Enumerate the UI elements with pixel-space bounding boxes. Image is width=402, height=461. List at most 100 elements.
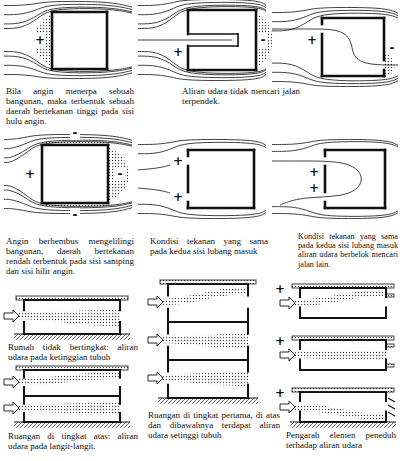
building-wall bbox=[52, 68, 107, 71]
building-wall bbox=[52, 11, 107, 14]
building-wall bbox=[321, 34, 324, 76]
airflow-line bbox=[4, 190, 132, 208]
building-wall bbox=[247, 309, 249, 322]
airflow-line bbox=[4, 9, 132, 29]
building-wall bbox=[384, 150, 387, 208]
airflow-line bbox=[138, 52, 266, 74]
pressure-sign: + bbox=[173, 154, 183, 168]
airflow-line bbox=[138, 7, 266, 29]
building-wall bbox=[168, 359, 248, 361]
building-wall bbox=[168, 397, 248, 399]
caption-text: Rumah tidak bertingkat: aliran udara pad… bbox=[8, 342, 138, 362]
pressure-sign: - bbox=[115, 167, 125, 181]
building-wall bbox=[247, 360, 249, 371]
ground-line bbox=[158, 398, 258, 399]
building-wall bbox=[324, 202, 327, 208]
building-wall bbox=[247, 322, 249, 333]
building-wall bbox=[23, 396, 25, 404]
building-wall bbox=[187, 10, 190, 34]
ground bbox=[158, 398, 258, 404]
building-wall bbox=[23, 370, 25, 378]
airflow-line bbox=[272, 213, 398, 219]
building-wall bbox=[51, 12, 54, 69]
airflow-line bbox=[4, 199, 132, 210]
building-wall bbox=[24, 395, 120, 397]
building-wall bbox=[106, 12, 109, 69]
building-wall bbox=[247, 347, 249, 360]
pressure-sign: + bbox=[275, 282, 285, 296]
airflow-line bbox=[272, 142, 398, 152]
wind-arrow bbox=[280, 401, 295, 413]
building-wall bbox=[299, 360, 301, 371]
building-wall bbox=[253, 150, 256, 208]
building-wall bbox=[23, 413, 25, 422]
building-wall bbox=[187, 150, 190, 156]
wind-arrow bbox=[148, 296, 163, 308]
airflow-line bbox=[138, 5, 266, 24]
airflow-line bbox=[272, 161, 361, 205]
building-wall bbox=[119, 413, 121, 422]
airflow-line bbox=[4, 73, 132, 79]
building-wall bbox=[383, 18, 386, 60]
building-wall bbox=[322, 17, 384, 20]
building-wall bbox=[187, 46, 190, 70]
building-wall bbox=[188, 149, 254, 152]
air-region bbox=[160, 334, 248, 348]
building-wall bbox=[247, 385, 249, 398]
building-wall bbox=[168, 321, 248, 323]
air-region bbox=[16, 372, 120, 385]
building-wall bbox=[23, 300, 25, 310]
airflow-line bbox=[4, 52, 132, 72]
roof-slab bbox=[16, 366, 128, 370]
building-wall bbox=[322, 75, 384, 78]
building-wall bbox=[167, 347, 169, 360]
airflow-line bbox=[138, 65, 266, 77]
building-wall bbox=[168, 321, 248, 323]
air-region bbox=[292, 351, 386, 360]
airflow-line bbox=[138, 40, 232, 41]
air-region bbox=[256, 12, 273, 68]
air-region bbox=[16, 403, 120, 414]
building-wall bbox=[324, 150, 327, 156]
building-wall bbox=[24, 421, 120, 423]
pressure-sign: - bbox=[70, 126, 80, 140]
building-wall bbox=[42, 144, 108, 147]
building-wall bbox=[255, 10, 258, 70]
air-region bbox=[160, 287, 248, 305]
caption-text: Angin berhembus mengelilingi bangunan, d… bbox=[6, 236, 134, 276]
air-region bbox=[292, 404, 386, 420]
building-wall bbox=[24, 395, 120, 397]
ground bbox=[14, 334, 130, 340]
airflow-line bbox=[272, 29, 398, 65]
airflow-line bbox=[4, 142, 132, 163]
pressure-sign: + bbox=[173, 45, 183, 59]
airflow-line bbox=[272, 13, 398, 31]
building-wall bbox=[42, 202, 108, 205]
airflow-line bbox=[138, 188, 170, 193]
building-wall bbox=[299, 340, 301, 349]
pressure-sign: - bbox=[70, 208, 80, 222]
wind-arrow bbox=[4, 376, 19, 388]
building-wall bbox=[299, 392, 301, 401]
ground bbox=[14, 422, 130, 428]
air-region bbox=[16, 310, 120, 326]
building-wall bbox=[325, 149, 385, 152]
building-wall bbox=[188, 9, 256, 12]
building-wall bbox=[167, 360, 169, 371]
ground-line bbox=[14, 422, 130, 423]
building-wall bbox=[299, 412, 301, 423]
wind-arrow bbox=[4, 310, 19, 322]
building-wall bbox=[107, 145, 110, 203]
roof-slab bbox=[386, 364, 394, 367]
roof-slab bbox=[386, 294, 394, 297]
ground bbox=[290, 422, 396, 428]
building-wall bbox=[237, 34, 239, 46]
airflow-line bbox=[138, 142, 266, 153]
air-region bbox=[108, 147, 129, 201]
wind-arrow bbox=[4, 402, 19, 414]
pressure-sign: + bbox=[173, 190, 183, 204]
building-wall bbox=[119, 396, 121, 404]
caption-text: Pengarah elemen peneduh terhadap aliran … bbox=[286, 430, 396, 450]
caption-text: Kondisi tekanan yang sama pada kedua sis… bbox=[150, 236, 268, 256]
